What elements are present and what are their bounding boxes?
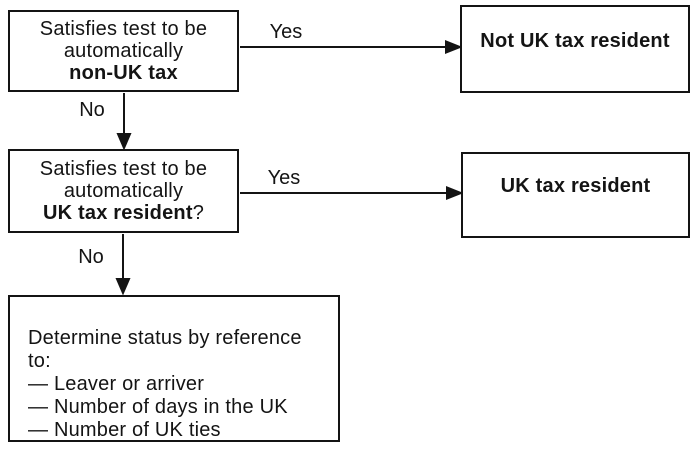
emphasis-suffix: ?	[192, 202, 205, 224]
process-box-determine-status: Determine status by reference to: — Leav…	[8, 295, 340, 442]
decision-line-1: Satisfies test to be	[39, 158, 208, 180]
edge-label-no-mid: No	[78, 246, 104, 268]
decision-box-auto-uk: Satisfies test to be automatically UK ta…	[8, 149, 239, 233]
outcome-box-uk-resident: UK tax resident	[461, 152, 690, 238]
arrowhead-yes-mid-icon	[446, 186, 464, 200]
outcome-box-not-uk-resident: Not UK tax resident	[460, 5, 690, 93]
determine-item: — Number of UK ties	[28, 419, 221, 441]
decision-line-2: automatically	[63, 180, 184, 202]
arrowhead-no-top-icon	[116, 133, 132, 151]
determine-intro: Determine status by reference to:	[28, 327, 302, 372]
decision-line-emphasis: UK tax resident?	[43, 202, 204, 224]
decision-line-2: automatically	[63, 40, 184, 62]
arrowhead-no-mid-icon	[115, 278, 131, 296]
outcome-label: UK tax resident	[500, 174, 651, 197]
edge-label-yes-mid: Yes	[267, 167, 301, 189]
determine-item: — Number of days in the UK	[28, 396, 288, 418]
emphasis-text: non-UK tax	[69, 62, 178, 84]
determine-item: — Leaver or arriver	[28, 373, 205, 395]
emphasis-text: UK tax resident	[42, 202, 193, 224]
decision-line-emphasis: non-UK tax	[69, 62, 178, 84]
decision-line-1: Satisfies test to be	[39, 18, 208, 40]
arrowhead-yes-top-icon	[445, 40, 463, 54]
edge-label-yes-top: Yes	[269, 21, 303, 43]
decision-box-auto-non-uk: Satisfies test to be automatically non-U…	[8, 10, 239, 92]
outcome-label: Not UK tax resident	[480, 29, 670, 52]
edge-label-no-top: No	[79, 99, 105, 121]
